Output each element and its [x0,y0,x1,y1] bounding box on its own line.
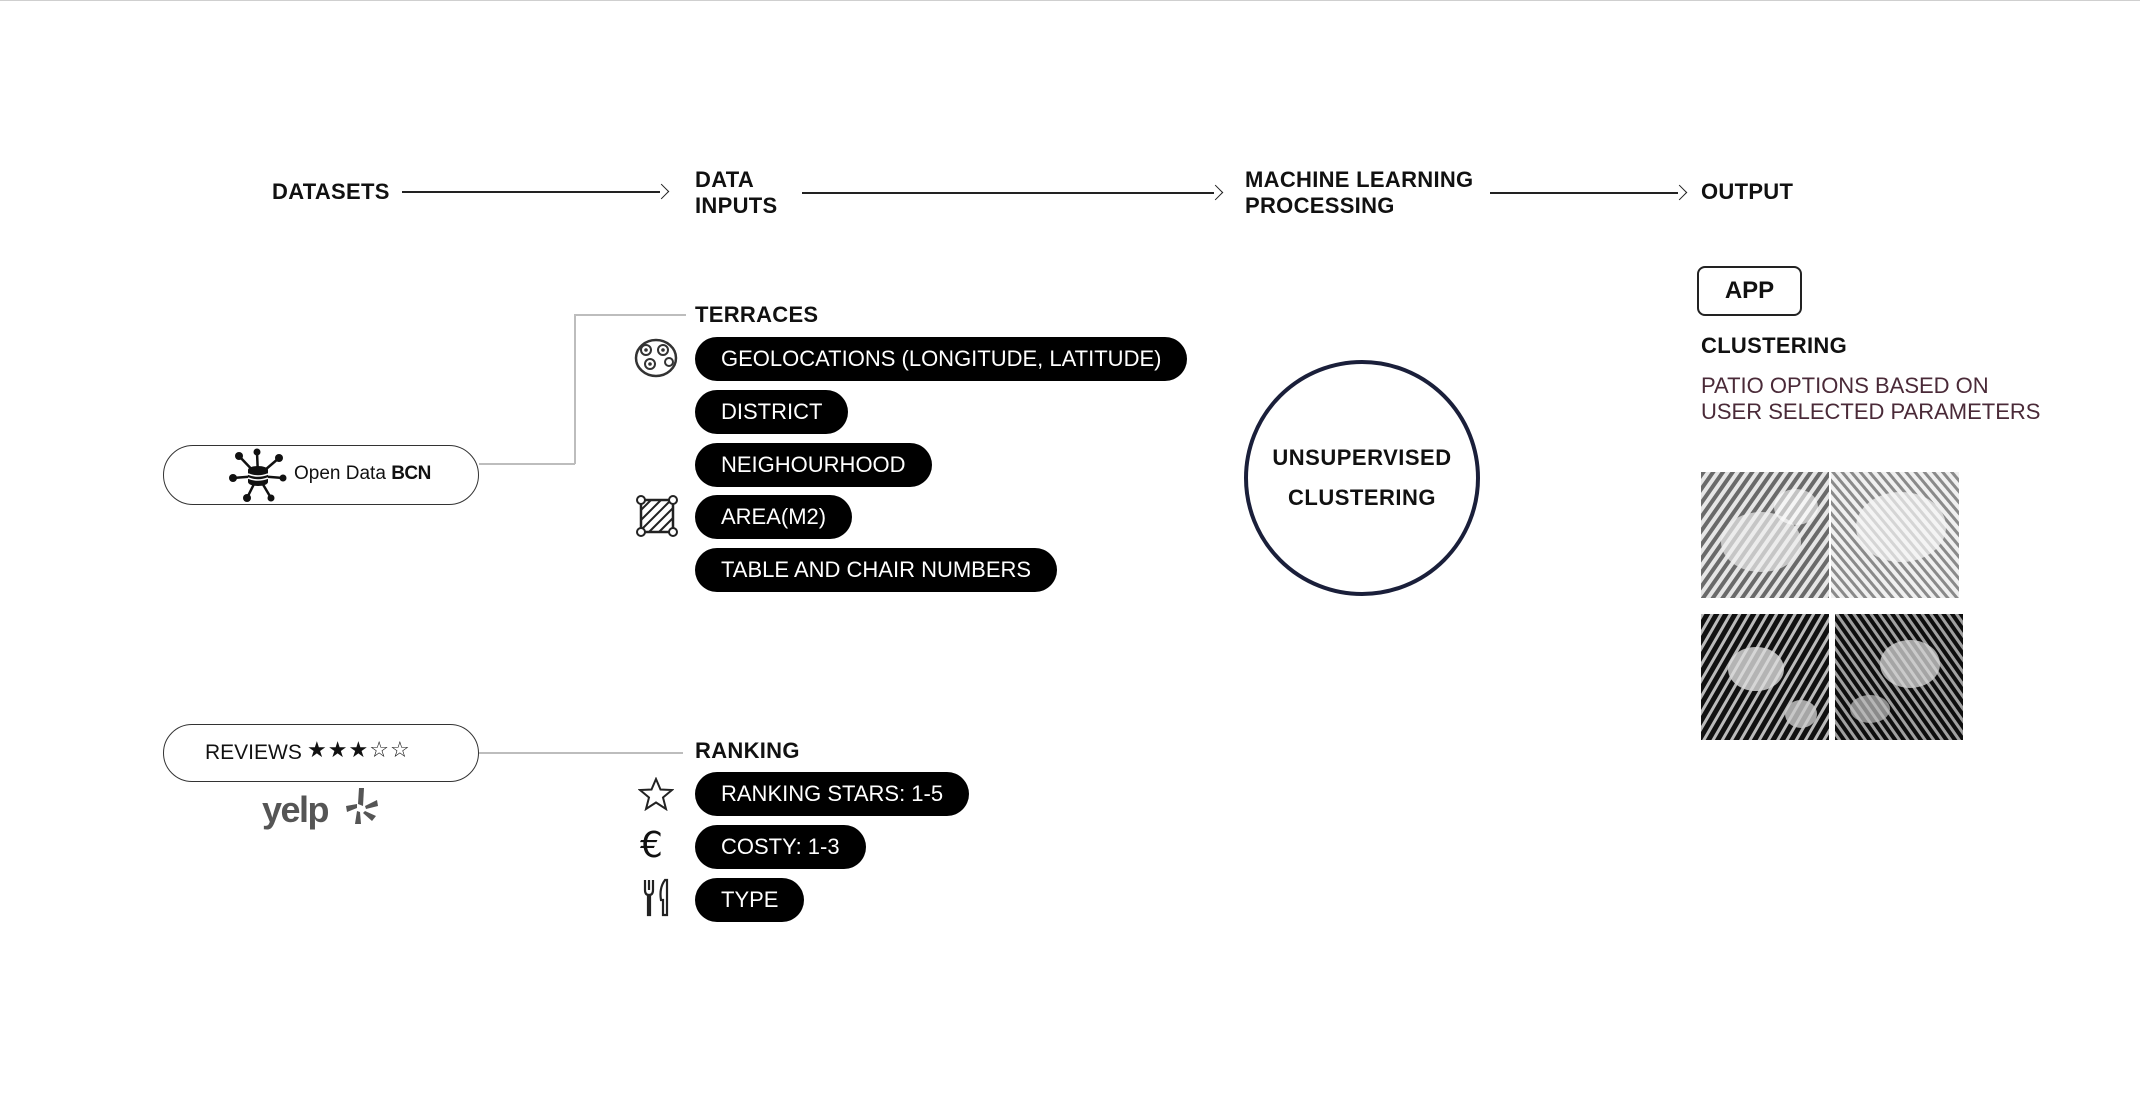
yelp-burst-icon [346,788,378,824]
pill-type: TYPE [695,878,805,922]
pill-geolocations: GEOLOCATIONS (LONGITUDE, LATITUDE) [695,337,1188,381]
star-filled-icon: ★ [348,737,370,762]
star-icon [638,777,674,811]
star-filled-icon: ★ [307,737,328,762]
pill-costy: COSTY: 1-3 [695,825,866,869]
connector-opendata-vertical [574,314,576,464]
cutlery-icon [643,878,669,917]
pill-table-chair: TABLE AND CHAIR NUMBERS [695,548,1058,592]
arrow-inputs-processing [802,184,1224,201]
cluster-map-3 [1701,614,1829,740]
connector-opendata-terraces [574,314,686,316]
connector-opendata [479,463,575,465]
arrow-processing-output [1490,184,1688,201]
app-box: APP [1697,266,1802,316]
opendata-bcn-box: Open Data BCN [163,445,479,505]
star-outline-icon: ☆ [389,737,411,762]
arrow-head-icon [1207,184,1224,201]
network-database-icon [229,448,287,502]
stage-datasets: DATASETS [272,179,390,204]
arrow-datasets-inputs [402,183,670,200]
star-outline-icon: ☆ [369,737,390,762]
cluster-map-4 [1835,614,1963,740]
area-hatch-icon [636,495,678,537]
unsupervised-clustering-node: UNSUPERVISED CLUSTERING [1244,360,1480,596]
output-clustering-title: CLUSTERING [1701,333,1847,358]
reviews-box: REVIEWS ★★★☆☆ [163,724,479,782]
yelp-logo: yelp [262,789,330,830]
arrow-head-icon [653,183,670,200]
reviews-stars: ★★★☆☆ [307,737,411,763]
star-filled-icon: ★ [327,737,349,762]
connector-reviews-ranking [479,752,683,754]
ranking-title: RANKING [695,738,800,763]
output-description: PATIO OPTIONS BASED ON USER SELECTED PAR… [1701,373,2041,424]
pill-neighourhood: NEIGHOURHOOD [695,443,932,487]
arrow-head-icon [1671,184,1688,201]
cluster-map-1 [1701,472,1829,598]
terraces-title: TERRACES [695,302,819,327]
pill-area: AREA(M2) [695,495,853,539]
euro-icon: € [640,825,663,866]
opendata-label: Open Data BCN [294,463,431,484]
cluster-map-2 [1831,472,1959,598]
pill-ranking-stars: RANKING STARS: 1-5 [695,772,970,816]
top-rule [0,0,2140,1]
stage-output: OUTPUT [1701,179,1794,204]
pill-district: DISTRICT [695,390,849,434]
map-pins-icon [634,338,678,378]
reviews-label: REVIEWS [205,741,302,764]
